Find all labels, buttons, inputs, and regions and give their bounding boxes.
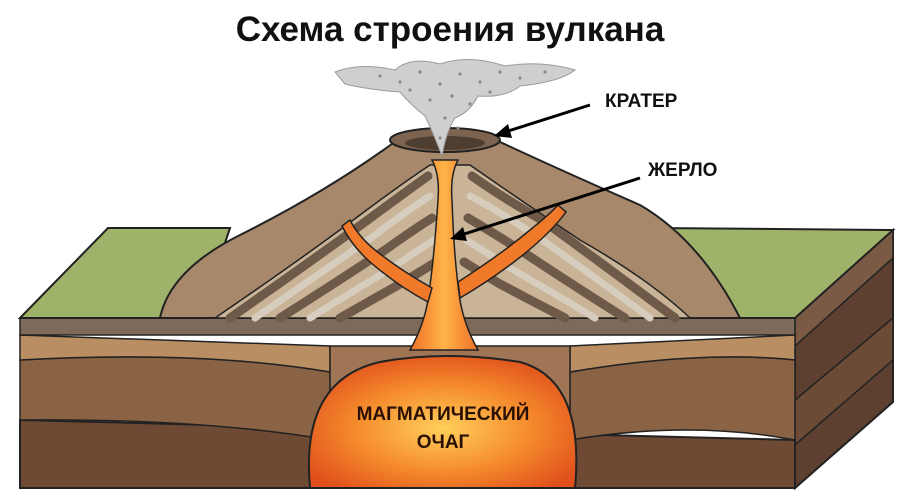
- ash-cloud: [334, 58, 577, 158]
- chamber-label-line2: ОЧАГ: [417, 432, 470, 453]
- vent-label: ЖЕРЛО: [647, 160, 717, 181]
- crater-label: КРАТЕР: [605, 91, 678, 112]
- chamber-label-line1: МАГМАТИЧЕСКИЙ: [357, 403, 530, 425]
- crater-arrow: [494, 103, 591, 138]
- main-vent: [408, 159, 480, 351]
- magma-chamber: [307, 355, 578, 489]
- vent-arrow: [450, 176, 641, 241]
- diagram-title: Схема строения вулкана: [235, 10, 665, 49]
- side-vents: [341, 203, 568, 304]
